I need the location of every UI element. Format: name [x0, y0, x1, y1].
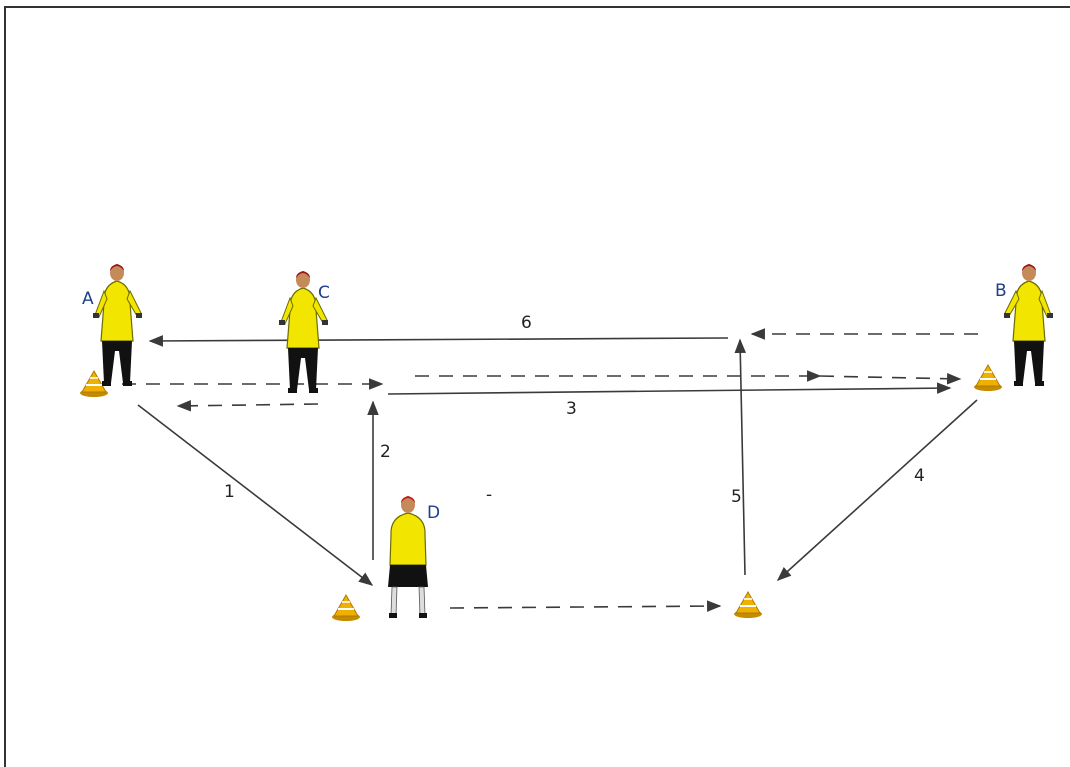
run-d-right: [449, 600, 722, 612]
pass-label-6: 6: [521, 313, 532, 333]
cone-d-left: [331, 594, 361, 622]
pass-3-line: [387, 382, 952, 395]
pass-6-line: [148, 335, 729, 347]
player-b: [1003, 263, 1054, 387]
pass-label-3: 3: [566, 399, 577, 419]
run-to-b-cone: [819, 372, 962, 385]
stray-mark: -: [486, 485, 492, 505]
pass-1-line: [137, 404, 374, 586]
pass-label-1: 1: [224, 482, 235, 502]
pass-5-line: [734, 338, 747, 576]
run-c-back: [176, 400, 319, 412]
pass-label-5: 5: [731, 487, 742, 507]
player-d: [387, 495, 429, 619]
cone-b: [973, 364, 1003, 392]
player-label-a: A: [82, 289, 94, 309]
field-border: [4, 6, 1070, 767]
player-label-b: B: [995, 281, 1007, 301]
cone-d-right: [733, 591, 763, 619]
player-a: [92, 263, 143, 387]
pass-label-4: 4: [914, 466, 925, 486]
pass-label-2: 2: [380, 442, 391, 462]
pass-4-line: [776, 399, 978, 581]
player-label-d: D: [427, 503, 440, 523]
player-label-c: C: [318, 283, 330, 303]
movement-lines: [122, 328, 978, 612]
